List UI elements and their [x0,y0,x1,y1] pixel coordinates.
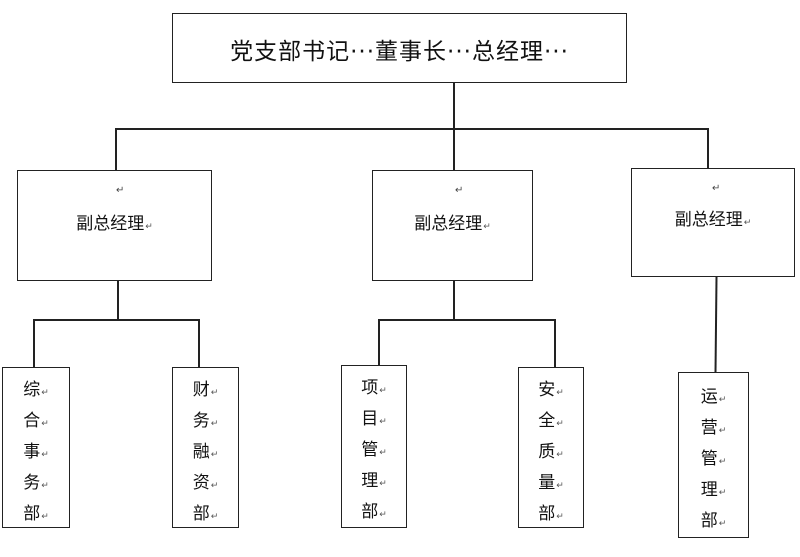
dept-project-management-label: 项目管理部 [342,374,406,529]
vp-box-2: ↵ 副总经理 [372,170,533,281]
return-mark: ↵ [116,185,125,196]
vp-box-1: ↵ 副总经理 [17,170,212,281]
connector-vp2-bus [378,319,555,321]
connector-dept2-up [198,319,200,368]
connector-vp3-down [714,277,718,373]
dept-box-operations: 运营管理部 [678,372,749,538]
connector-level1-bus [115,128,708,130]
vp-2-label: 副总经理 [373,209,532,234]
connector-vp1-down [117,281,119,319]
connector-dept3-up [378,319,380,366]
dept-operations-label: 运营管理部 [679,383,748,538]
vp-box-3: ↵ 副总经理 [631,168,795,277]
connector-dept4-up [554,319,556,368]
return-mark: ↵ [712,183,721,194]
connector-top-down [453,83,455,129]
dept-general-affairs-label: 综合事务部 [3,376,69,531]
return-mark: ↵ [455,185,464,196]
connector-vp2-up [453,128,455,171]
dept-box-project-management: 项目管理部 [341,365,407,528]
top-leadership-label: 党支部书记···董事长···总经理··· [230,39,569,65]
vp-3-label: 副总经理 [632,205,794,230]
dept-box-general-affairs: 综合事务部 [2,367,70,528]
dept-box-safety-quality: 安全质量部 [518,367,584,528]
connector-vp1-up [115,128,117,171]
top-leadership-box: 党支部书记···董事长···总经理··· [172,13,627,83]
dept-box-finance: 财务融资部 [172,367,239,528]
connector-dept1-up [33,319,35,368]
connector-vp2-down [453,281,455,319]
dept-safety-quality-label: 安全质量部 [519,376,583,531]
vp-1-label: 副总经理 [18,209,211,234]
connector-vp3-up [707,128,709,169]
connector-vp1-bus [33,319,199,321]
dept-finance-label: 财务融资部 [173,376,238,531]
